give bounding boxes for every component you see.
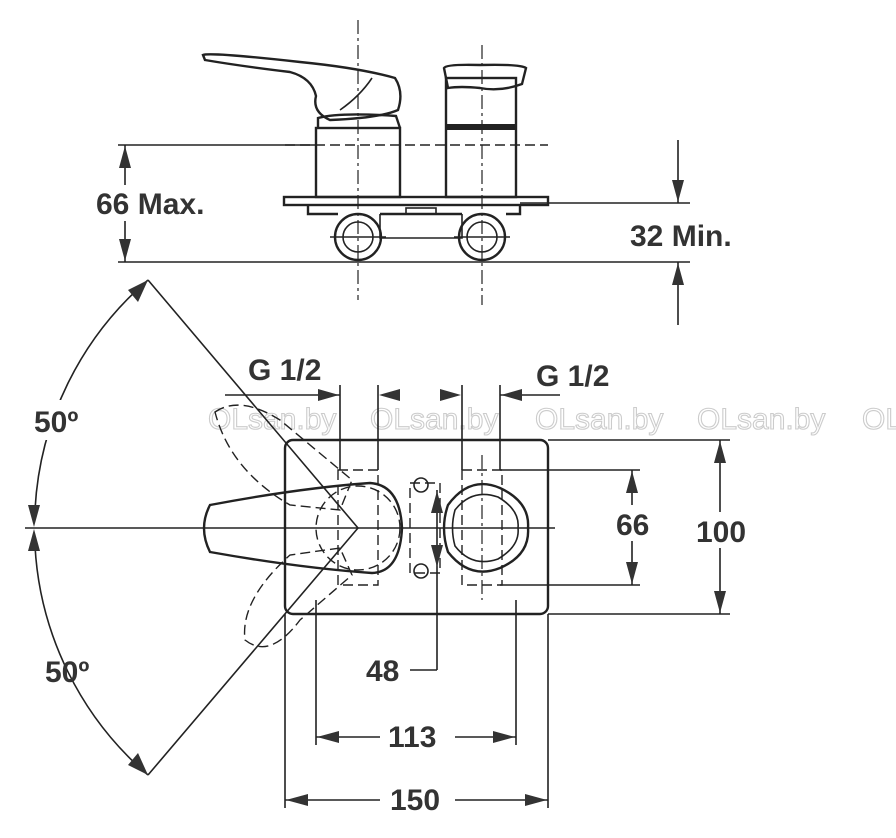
- watermark: OLsan.by: [535, 403, 663, 436]
- height-max-label: 66 Max.: [96, 188, 204, 221]
- side-view: 66 Max. 32 Min.: [92, 20, 732, 325]
- plate-height-label: 100: [696, 516, 746, 549]
- watermark: OLsan.by: [697, 403, 825, 436]
- thread-right-label: G 1/2: [536, 360, 609, 393]
- height-min-label: 32 Min.: [630, 220, 732, 253]
- plate-width-label: 150: [390, 784, 440, 817]
- angle-top-label: 50º: [34, 406, 78, 439]
- inner-width-label: 113: [388, 721, 436, 754]
- watermark: OLsan.by: [370, 403, 498, 436]
- thread-left-label: G 1/2: [248, 354, 321, 387]
- connection-spacing-label: 66: [616, 509, 649, 542]
- plan-view: 50º 50º G 1/2 G 1/2 66: [25, 279, 752, 817]
- watermark-row: OLsan.by OLsan.by OLsan.by OLsan.by OLsa…: [207, 402, 896, 436]
- offset-label: 48: [366, 655, 399, 688]
- angle-bottom-label: 50º: [45, 656, 89, 689]
- watermark: OLsan.by: [862, 403, 896, 436]
- watermark: OLsan.by: [208, 403, 336, 436]
